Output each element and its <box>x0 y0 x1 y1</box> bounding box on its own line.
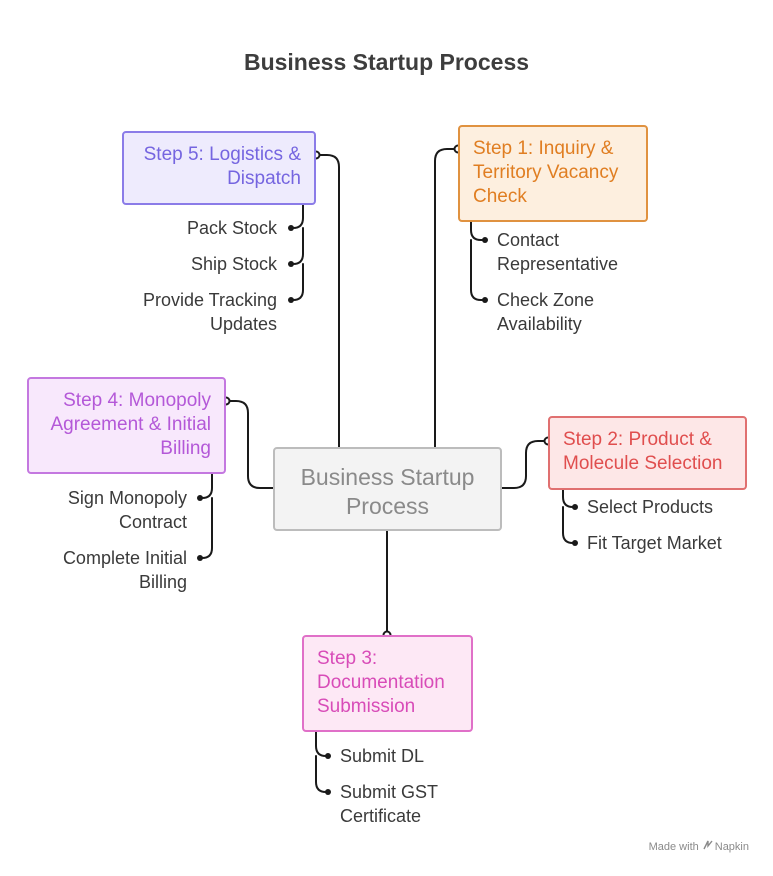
step4-label-line: Step 4: Monopoly <box>63 390 211 411</box>
step3-item-gst: Submit GST Certificate <box>340 780 438 828</box>
connector-center-step1 <box>434 148 459 448</box>
center-node: Business Startup Process <box>273 447 502 531</box>
bullet-dot <box>288 261 294 267</box>
step5-label-line: Step 5: Logistics & <box>143 144 301 165</box>
bullet-dot <box>197 495 203 501</box>
item-text-line: Provide Tracking <box>142 290 277 310</box>
item-text-line: Certificate <box>340 806 422 826</box>
bracket-step2 <box>562 489 576 544</box>
item-text-line: Check Zone <box>497 290 595 310</box>
connector-center-step2 <box>501 440 549 489</box>
bracket-step5 <box>290 204 304 301</box>
connector-center-step5 <box>315 154 340 448</box>
bracket-step4 <box>199 473 213 559</box>
made-with-text: Made with <box>648 841 699 853</box>
item-text-line: Submit GST <box>340 782 439 802</box>
bullet-dot <box>325 789 331 795</box>
bullet-dot <box>288 297 294 303</box>
step1-item-contact: Contact Representative <box>497 228 618 276</box>
bracket-step3 <box>315 731 329 793</box>
item-text-line: Representative <box>497 254 619 274</box>
napkin-logo-icon <box>703 840 713 853</box>
item-text-line: Contract <box>118 512 187 532</box>
step5-item-tracking: Provide Tracking Updates <box>143 288 277 336</box>
center-label-line: Business Startup <box>300 464 475 490</box>
item-text-line: Availability <box>497 314 582 334</box>
step5-node: Step 5: Logistics & Dispatch <box>122 131 316 205</box>
made-with-footer: Made with Napkin <box>649 840 749 853</box>
bullet-dot <box>482 297 488 303</box>
item-text-line: Fit Target Market <box>587 533 722 553</box>
item-text-line: Submit DL <box>340 746 425 766</box>
step2-node: Step 2: Product & Molecule Selection <box>548 416 747 490</box>
item-text-line: Billing <box>138 572 187 592</box>
step2-label-line: Molecule Selection <box>563 453 723 474</box>
step5-label-line: Dispatch <box>227 168 301 189</box>
step3-label-line: Documentation <box>317 672 445 693</box>
bracket-step1 <box>470 221 486 301</box>
step4-node: Step 4: Monopoly Agreement & Initial Bil… <box>27 377 226 474</box>
center-label-line: Process <box>345 493 430 519</box>
bullet-dot <box>572 540 578 546</box>
step4-item-contract: Sign Monopoly Contract <box>68 486 187 534</box>
step3-node: Step 3: Documentation Submission <box>302 635 473 732</box>
item-text-line: Complete Initial <box>62 548 187 568</box>
bullet-dot <box>288 225 294 231</box>
bullet-dot <box>325 753 331 759</box>
item-text-line: Pack Stock <box>186 218 277 238</box>
step2-item-market: Fit Target Market <box>587 531 722 555</box>
bullet-dot <box>482 237 488 243</box>
bullet-dot <box>197 555 203 561</box>
step2-label-line: Step 2: Product & <box>563 429 712 450</box>
step4-label-line: Billing <box>160 438 211 459</box>
step5-item-ship: Ship Stock <box>191 252 277 276</box>
step1-label-line: Step 1: Inquiry & <box>473 138 614 159</box>
item-text-line: Ship Stock <box>190 254 277 274</box>
bullet-dot <box>572 504 578 510</box>
step1-node: Step 1: Inquiry & Territory Vacancy Chec… <box>458 125 648 222</box>
brand-text: Napkin <box>714 841 749 853</box>
step3-item-dl: Submit DL <box>340 744 424 768</box>
item-text-line: Updates <box>209 314 277 334</box>
connector-center-step4 <box>225 400 274 489</box>
item-text-line: Sign Monopoly <box>67 488 187 508</box>
item-text-line: Contact <box>497 230 560 250</box>
step3-label-line: Submission <box>317 696 416 717</box>
step1-item-zone: Check Zone Availability <box>497 288 594 336</box>
step2-item-products: Select Products <box>587 495 713 519</box>
step5-item-pack: Pack Stock <box>187 216 277 240</box>
step4-item-billing: Complete Initial Billing <box>63 546 187 594</box>
diagram-title: Business Startup Process <box>243 49 530 75</box>
step3-label-line: Step 3: <box>317 648 378 669</box>
step1-label-line: Territory Vacancy <box>473 162 619 183</box>
item-text-line: Select Products <box>587 497 714 517</box>
step4-label-line: Agreement & Initial <box>50 414 211 435</box>
step1-label-line: Check <box>473 186 527 207</box>
